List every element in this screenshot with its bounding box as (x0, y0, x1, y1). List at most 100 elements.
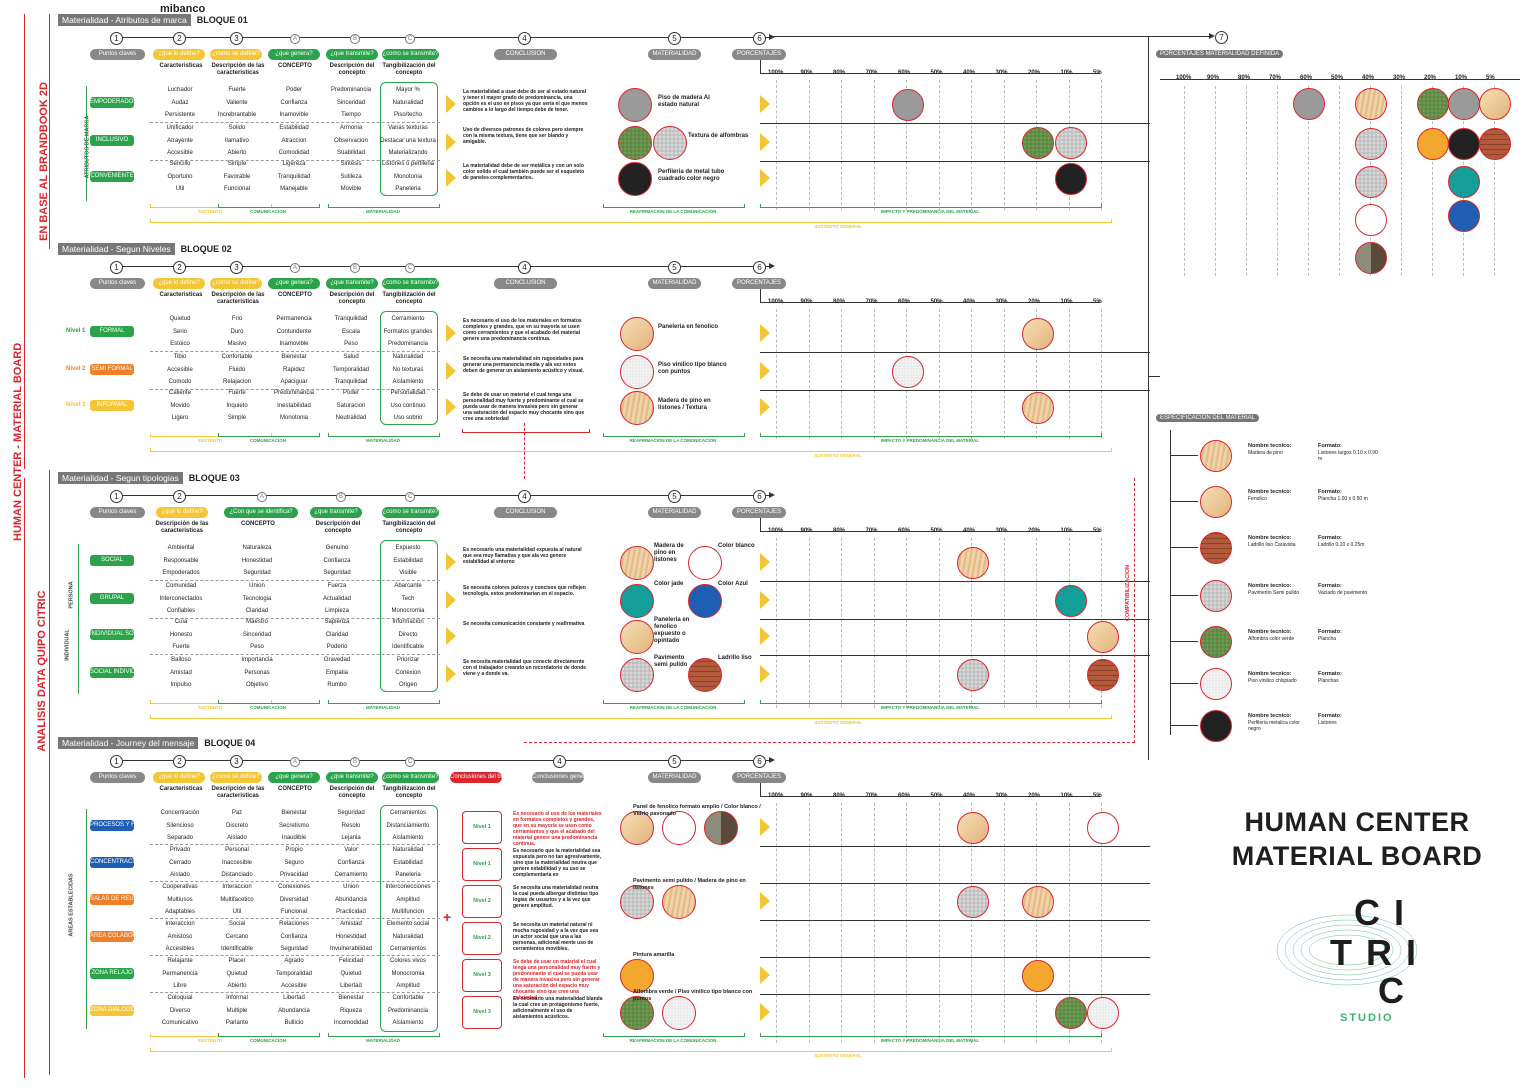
conclusion-text: Se debe de usar un material el cual teng… (463, 392, 585, 422)
table-cell: Seguridad (280, 946, 308, 952)
table-cell: Bienestar (281, 810, 307, 816)
pill-porcentajes[interactable]: PORCENTAJES (732, 278, 786, 289)
row-label[interactable]: ZONA RELAJO (90, 968, 134, 979)
pill-como-transmite[interactable]: ¿como se transmite? (382, 507, 439, 518)
pill-como-transmite[interactable]: ¿como se transmite? (382, 772, 439, 783)
pill-porcentajes[interactable]: PORCENTAJES (732, 507, 786, 518)
footer-general: SUSTENTO GENERAL (814, 720, 862, 725)
row-label[interactable]: SEMI FORMAL (90, 364, 134, 375)
table-cell: Quietud (169, 316, 191, 322)
pill-puntos[interactable]: Puntos claves (90, 278, 145, 289)
row-label[interactable]: INCLUSIVO (90, 135, 134, 146)
row-label[interactable]: PROCESOS Y FOCO (90, 820, 134, 831)
table-cell: Abierto (227, 150, 247, 156)
pill-puntos[interactable]: Puntos claves (90, 507, 145, 518)
table-cell: Piso/techo (393, 112, 423, 118)
row-label[interactable]: CONVENIENTE (90, 171, 134, 182)
pill-porcentajes[interactable]: PORCENTAJES (732, 49, 786, 60)
pill-identifica[interactable]: ¿Con que se identifica? (224, 507, 298, 518)
material-label-2: Color Azul (718, 581, 748, 587)
table-cell: Materializando (388, 150, 428, 156)
table-cell: Bullicio (284, 1020, 304, 1026)
pill-transmite[interactable]: ¿que transmite? (310, 507, 362, 518)
pill-materialidad[interactable]: MATERIALIDAD (648, 507, 701, 518)
row-label[interactable]: SOCIAL (90, 555, 134, 566)
pill-materialidad[interactable]: MATERIALIDAD (648, 278, 701, 289)
table-cell: Sencillo (169, 161, 191, 167)
pill-como-define[interactable]: ¿como se define? (210, 278, 262, 289)
pill-conclusion[interactable]: CONCLUSION (494, 49, 557, 60)
row-label[interactable]: CONCENTRACION INDIVIDUAL (90, 857, 134, 868)
conclusion-text: Se necesita un material natural ni mucha… (513, 922, 599, 952)
pill-transmite[interactable]: ¿que transmite? (326, 49, 378, 60)
block-number: BLOQUE 02 (180, 244, 232, 254)
table-cell: Paneleria (395, 872, 421, 878)
pill-puntos[interactable]: Puntos claves (90, 49, 145, 60)
table-cell: Atraccion (281, 137, 307, 144)
pill-como-define[interactable]: ¿como se define? (210, 49, 262, 60)
pill-define[interactable]: ¿que lo define? (156, 507, 208, 518)
table-cell: Predominancia (330, 87, 372, 93)
col-head: Tangibilización del concepto (382, 292, 436, 305)
side-label-bottom: ANALISIS DATA QUIPO CITRIC (36, 590, 48, 752)
pill-genera[interactable]: ¿que genera? (268, 772, 320, 783)
row-label[interactable]: EMPODERADOR (90, 97, 134, 108)
table-cell: Accesible (167, 150, 193, 156)
pct-tick: 5% (1093, 70, 1102, 76)
pill-puntos[interactable]: Puntos claves (90, 772, 145, 783)
pill-define[interactable]: ¿que lo define? (153, 772, 205, 783)
row-label[interactable]: SOCIAL INDIVIDUAL (90, 667, 134, 678)
pill-como-transmite[interactable]: ¿como se transmite? (382, 278, 439, 289)
material-swatch (1022, 318, 1054, 350)
pill-define[interactable]: ¿que lo define? (153, 49, 205, 60)
block-number: BLOQUE 03 (188, 473, 240, 483)
pill-conclusion[interactable]: CONCLUSION (494, 278, 557, 289)
table-cell: Sapienza (324, 619, 350, 625)
table-cell: Serio (172, 328, 187, 335)
pill-transmite[interactable]: ¿que transmite? (326, 772, 378, 783)
block-tag: Materialidad - Segun tipologias (58, 472, 183, 484)
pill-como-define[interactable]: ¿como se define? (210, 772, 262, 783)
pill-conclusion[interactable]: CONCLUSION (494, 507, 557, 518)
col-head: Descripción del concepto (329, 63, 375, 76)
pill-como-transmite[interactable]: ¿como se transmite? (382, 49, 439, 60)
pill-porcentajes[interactable]: PORCENTAJES (732, 772, 786, 783)
row-label[interactable]: FORMAL (90, 326, 134, 337)
step-C: C (405, 756, 415, 767)
pill-define[interactable]: ¿que lo define? (153, 278, 205, 289)
row-label[interactable]: GRUPAL (90, 593, 134, 604)
spec-format: Ladrillo 0.10 x 0.25m (1318, 542, 1365, 548)
row-label[interactable]: SALAS DE REUNIONES (90, 894, 134, 905)
row-label[interactable]: ZONA DIALOGO INFORMAL (90, 1005, 134, 1016)
table-cell: Accesible (167, 366, 193, 373)
step-1: 1 (110, 490, 123, 503)
col-head: Tangibilización del concepto (382, 63, 436, 76)
material-swatch (892, 89, 924, 121)
table-cell: Inaudible (281, 835, 307, 841)
pill-concl-bloque[interactable]: Conclusiones del bloque N°2 (450, 772, 502, 783)
table-cell: Movible (340, 186, 362, 192)
material-label: Panel de fenolico formato amplio / Color… (633, 804, 761, 817)
step-3: 3 (230, 32, 243, 45)
table-cell: Bienestar (338, 995, 364, 1001)
defined-swatch (1417, 88, 1449, 120)
pill-concl-generales[interactable]: Conclusiones generales (532, 772, 584, 783)
table-cell: Empoderados (162, 570, 200, 576)
pill-transmite[interactable]: ¿que transmite? (326, 278, 378, 289)
pct-tick: 10% (1060, 299, 1073, 305)
pill-genera[interactable]: ¿que genera? (268, 278, 320, 289)
row-label[interactable]: AREA COLABORATIVA (90, 931, 134, 942)
table-cell: Temporalidad (332, 366, 370, 373)
pill-materialidad[interactable]: MATERIALIDAD (648, 49, 701, 60)
pill-genera[interactable]: ¿que genera? (268, 49, 320, 60)
material-swatch (892, 356, 924, 388)
row-label[interactable]: INDIVIDUAL SOCIAL (90, 629, 134, 640)
pill-materialidad[interactable]: MATERIALIDAD (648, 772, 701, 783)
row-label[interactable]: INFORMAL (90, 400, 134, 411)
spec-swatch (1200, 580, 1232, 612)
nivel-box: Nivel 2 (462, 922, 502, 955)
col-head: CONCEPTO (278, 63, 312, 69)
table-cell: Responsable (163, 557, 199, 564)
spec-swatch (1200, 440, 1232, 472)
